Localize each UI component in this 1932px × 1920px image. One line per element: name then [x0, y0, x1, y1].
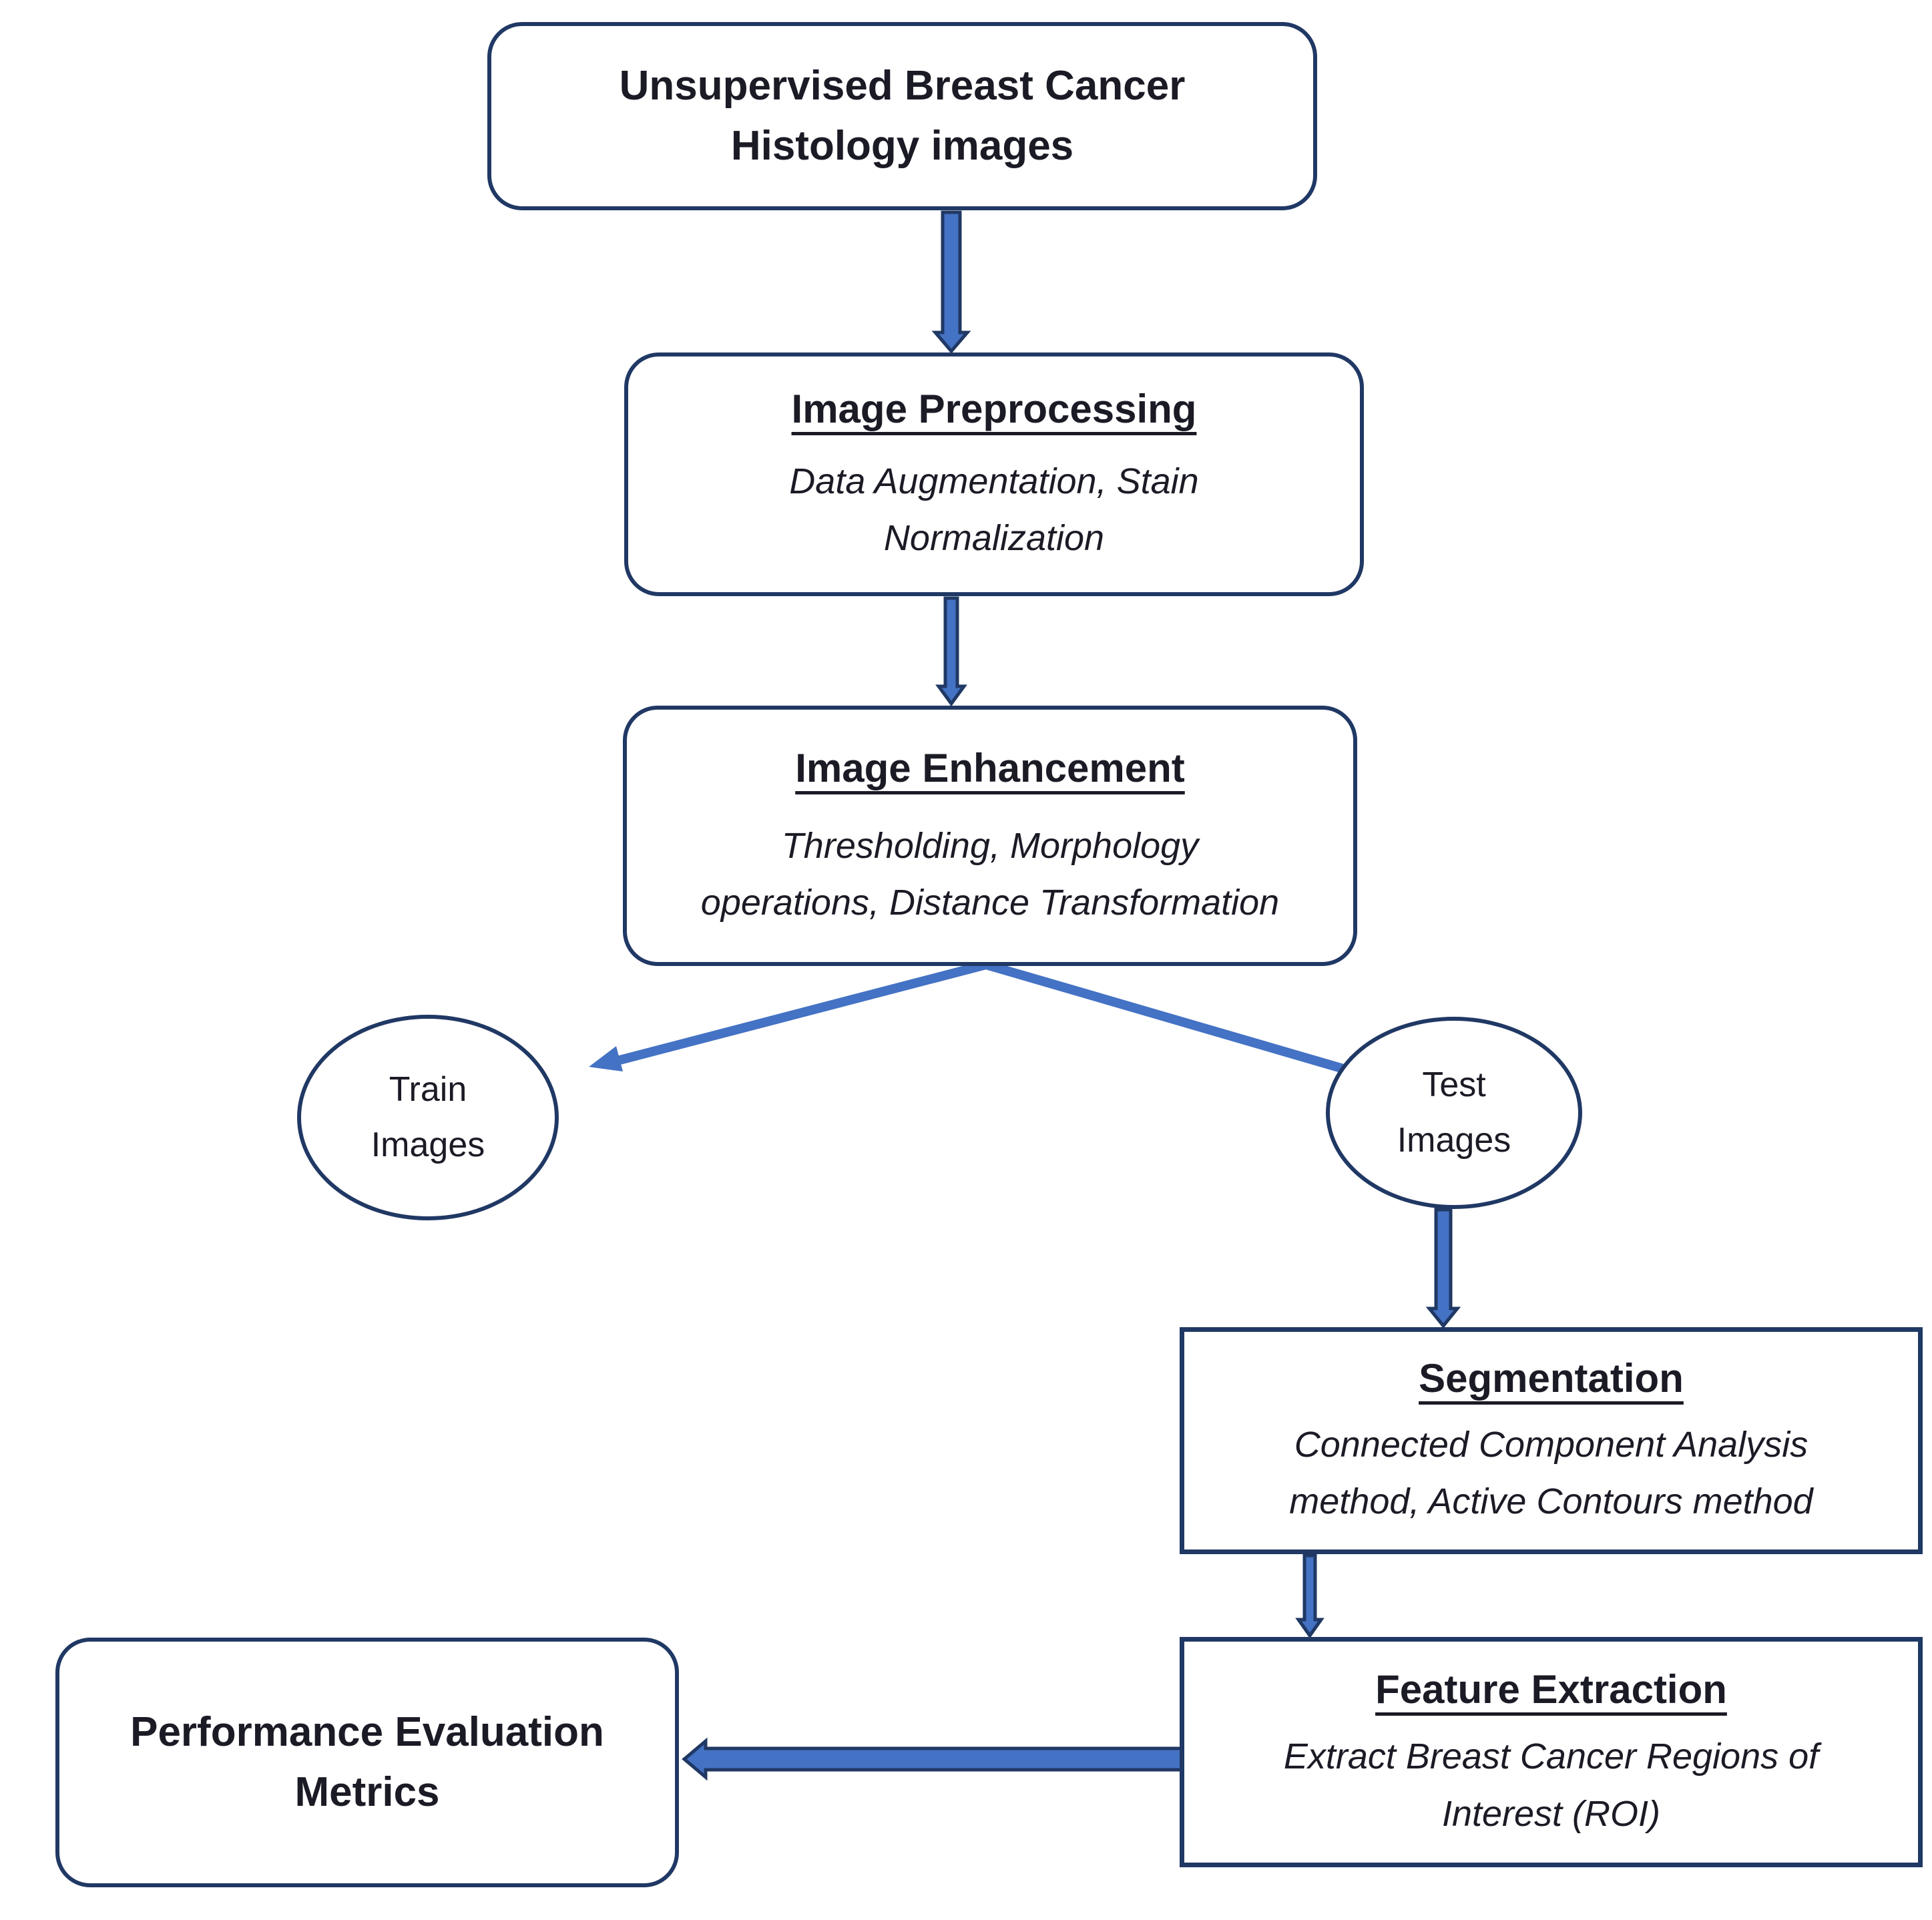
node-performance: Performance Evaluation Metrics	[55, 1638, 679, 1887]
node-enhancement-subtitle: Thresholding, Morphology operations, Dis…	[700, 825, 1280, 923]
node-test-images-label: Test Images	[1397, 1065, 1511, 1160]
node-preprocessing-title: Image Preprocessing	[791, 387, 1197, 432]
node-histology: Unsupervised Breast Cancer Histology ima…	[487, 22, 1317, 210]
node-performance-title: Performance Evaluation Metrics	[130, 1709, 604, 1815]
node-enhancement: Image Enhancement Thresholding, Morpholo…	[623, 706, 1357, 966]
node-enhancement-title: Image Enhancement	[795, 745, 1185, 790]
node-segmentation-title: Segmentation	[1419, 1356, 1684, 1401]
arrow-feature-to-performance-icon	[682, 1737, 1184, 1781]
arrow-segmentation-to-feature-icon	[1295, 1553, 1324, 1639]
arrow-enhancement-to-test-icon	[985, 960, 1377, 1082]
node-segmentation: Segmentation Connected Component Analysi…	[1180, 1327, 1923, 1554]
arrow-enhancement-to-train-icon	[589, 960, 987, 1071]
node-preprocessing: Image Preprocessing Data Augmentation, S…	[624, 352, 1364, 596]
node-feature-extraction-subtitle: Extract Breast Cancer Regions of Interes…	[1283, 1736, 1819, 1834]
node-train-images: Train Images	[297, 1015, 559, 1220]
node-segmentation-subtitle: Connected Component Analysis method, Act…	[1289, 1424, 1813, 1522]
node-train-images-label: Train Images	[371, 1069, 485, 1164]
node-feature-extraction-title: Feature Extraction	[1375, 1667, 1727, 1712]
arrow-histology-to-preprocessing-icon	[931, 210, 971, 354]
arrow-test-to-segmentation-icon	[1425, 1208, 1461, 1329]
node-feature-extraction: Feature Extraction Extract Breast Cancer…	[1180, 1637, 1923, 1867]
arrow-preprocessing-to-enhancement-icon	[935, 596, 967, 707]
node-histology-title: Unsupervised Breast Cancer Histology ima…	[619, 63, 1186, 169]
node-preprocessing-subtitle: Data Augmentation, Stain Normalization	[789, 461, 1199, 559]
node-test-images: Test Images	[1326, 1017, 1582, 1209]
